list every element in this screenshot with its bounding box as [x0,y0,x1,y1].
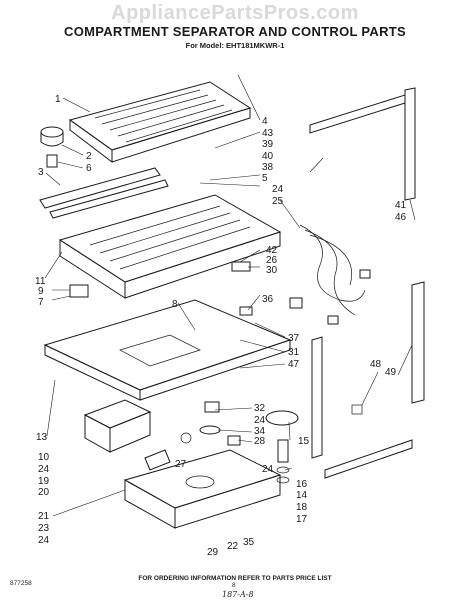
callout-19: 19 [38,476,50,487]
page-number: 8 [232,582,236,589]
callout-43: 43 [262,128,274,139]
callout-24-bottom: 24 [38,535,50,546]
callout-9: 9 [38,286,44,297]
callout-24-mid: 24 [254,415,266,426]
callout-14: 14 [296,490,308,501]
callout-37: 37 [288,333,300,344]
callout-41: 41 [395,200,407,211]
callout-26: 26 [266,255,278,266]
separator-rail [39,167,169,219]
callout-16: 16 [296,479,308,490]
watermark: AppliancePartsPros.com [111,2,359,24]
callout-6: 6 [86,163,92,174]
leader-lines [44,74,416,517]
callout-10: 10 [38,452,50,463]
callout-28: 28 [254,436,266,447]
callout-8: 8 [172,299,178,310]
callout-34: 34 [254,426,266,437]
callout-47: 47 [288,359,300,370]
callout-48: 48 [370,359,382,370]
callout-24-left: 24 [38,464,50,475]
callout-32: 32 [254,403,266,414]
ordering-note: FOR ORDERING INFORMATION REFER TO PARTS … [138,575,332,582]
model-number: For Model: EHT181MKWR-1 [185,41,285,50]
callout-15: 15 [298,436,310,447]
wire-harness [289,224,371,325]
callout-2: 2 [86,151,92,162]
callout-23: 23 [38,523,50,534]
callout-4: 4 [262,116,268,127]
callout-labels: 1 2 3 6 4 43 39 40 38 5 24 25 41 46 42 2… [35,94,407,558]
callout-5: 5 [262,173,268,184]
callout-36: 36 [262,294,274,305]
callout-31: 31 [288,347,300,358]
callout-35: 35 [243,537,255,548]
callout-29: 29 [207,547,219,558]
handwritten-note: 187-A-8 [222,590,254,599]
callout-24-right: 24 [262,464,274,475]
diagram-code: 877258 [10,580,32,587]
callout-24-top: 24 [272,184,284,195]
trim-strip-right [309,87,425,479]
callout-46: 46 [395,212,407,223]
small-hardware [69,261,363,471]
callout-17: 17 [296,514,308,525]
callout-42: 42 [266,245,278,256]
callout-25: 25 [272,196,284,207]
callout-18: 18 [296,502,308,513]
callout-1: 1 [55,94,61,105]
control-box [83,399,152,453]
callout-22: 22 [227,541,239,552]
callout-30: 30 [266,265,278,276]
callout-40: 40 [262,151,274,162]
damper-assembly [265,410,299,484]
separator-cover-top [68,81,252,164]
callout-20: 20 [38,487,50,498]
callout-7: 7 [38,297,44,308]
diagram-title: COMPARTMENT SEPARATOR AND CONTROL PARTS [64,24,406,39]
separator-middle [58,194,282,299]
separator-lower-tray [43,299,292,401]
callout-27: 27 [175,459,187,470]
callout-21: 21 [38,511,50,522]
control-knob [40,126,64,168]
callout-49: 49 [385,367,397,378]
control-housing [123,449,282,529]
callout-3: 3 [38,167,44,178]
callout-38: 38 [262,162,274,173]
callout-11: 11 [35,276,46,287]
callout-39: 39 [262,139,274,150]
callout-13: 13 [36,432,48,443]
